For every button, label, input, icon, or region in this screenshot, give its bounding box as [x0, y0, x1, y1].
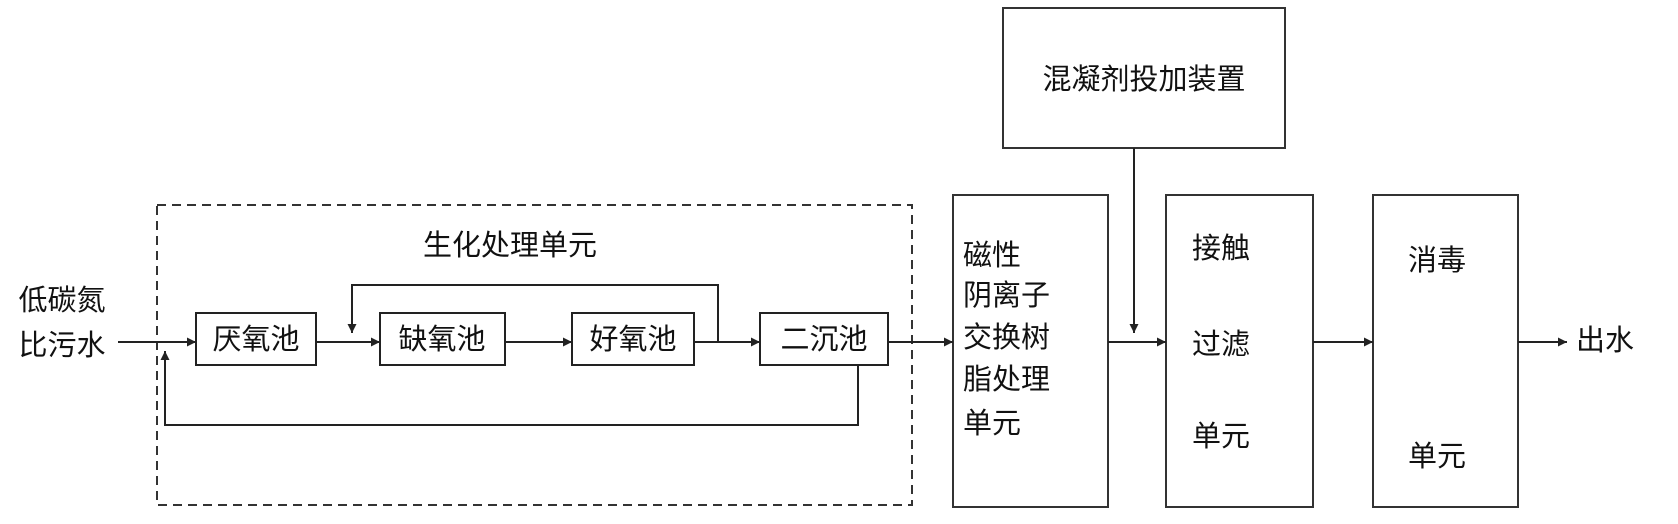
contact-filtration-unit: 接触 过滤 单元 [1165, 194, 1314, 508]
biochem-unit-frame [156, 204, 913, 506]
coagulant-dosing-device: 混凝剂投加装置 [1002, 7, 1286, 149]
coagulant-device-label: 混凝剂投加装置 [1042, 62, 1245, 96]
anaerobic-tank-label: 厌氧池 [212, 322, 299, 356]
resin-unit-line3: 交换树 [963, 320, 1050, 354]
filter-unit-line1: 接触 [1192, 231, 1250, 265]
aerobic-tank-label: 好氧池 [589, 322, 676, 356]
resin-unit-line4: 脂处理 [963, 362, 1050, 396]
biochem-unit-title: 生化处理单元 [423, 228, 597, 262]
secondary-clarifier: 二沉池 [759, 312, 889, 366]
disinfection-unit: 消毒 单元 [1372, 194, 1519, 508]
disinfect-unit-line1: 消毒 [1408, 243, 1466, 277]
disinfect-unit-line2: 单元 [1408, 439, 1466, 473]
resin-unit-line2: 阴离子 [963, 278, 1050, 312]
filter-unit-line2: 过滤 [1192, 327, 1250, 361]
input-label-line2: 比污水 [18, 328, 105, 362]
resin-unit-line1: 磁性 [963, 238, 1021, 272]
resin-treatment-unit: 磁性 阴离子 交换树 脂处理 单元 [952, 194, 1109, 508]
aerobic-tank: 好氧池 [571, 312, 695, 366]
resin-unit-line5: 单元 [963, 406, 1021, 440]
arrow-nitrate-recycle [347, 284, 719, 342]
anaerobic-tank: 厌氧池 [195, 312, 317, 366]
anoxic-tank-label: 缺氧池 [398, 322, 485, 356]
secondary-clarifier-label: 二沉池 [780, 322, 867, 356]
output-label: 出水 [1576, 323, 1634, 357]
anoxic-tank: 缺氧池 [379, 312, 506, 366]
input-label-line1: 低碳氮 [18, 283, 105, 317]
arrow-sludge-return [160, 351, 859, 426]
filter-unit-line3: 单元 [1192, 419, 1250, 453]
